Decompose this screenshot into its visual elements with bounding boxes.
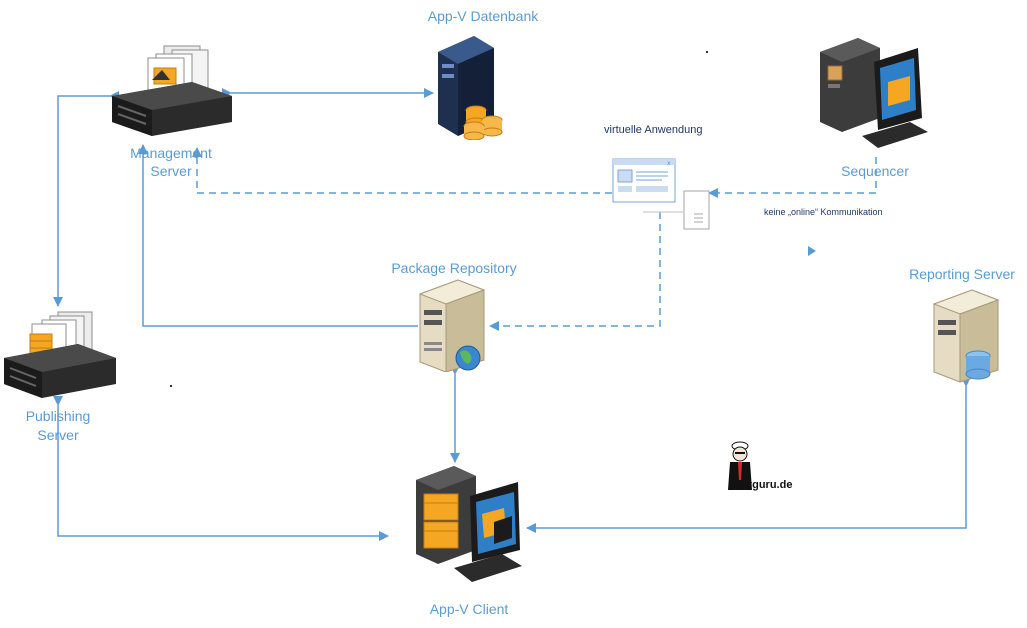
management-label-line2: Server bbox=[150, 163, 192, 179]
document-icon bbox=[683, 190, 710, 230]
workstation-icon bbox=[820, 38, 928, 148]
stray-dot bbox=[706, 51, 708, 53]
repository-mgmt-link bbox=[138, 144, 418, 327]
sequencer-package-link bbox=[708, 157, 877, 198]
database-server-icon bbox=[438, 36, 503, 140]
package-mgmt-link bbox=[192, 147, 612, 194]
package-repository-link bbox=[489, 212, 661, 331]
reporting-client-link bbox=[526, 377, 971, 533]
server-rack-icon bbox=[112, 45, 232, 136]
window-icon: x bbox=[612, 158, 676, 203]
mascot-icon bbox=[728, 441, 752, 490]
server-rack-icon bbox=[4, 311, 116, 398]
workstation-icon bbox=[416, 466, 522, 582]
client-label: App-V Client bbox=[429, 601, 509, 617]
management-label-line1: Management bbox=[130, 145, 212, 161]
publishing-label-line2: Server bbox=[37, 427, 79, 443]
logo-text: vguru.de bbox=[746, 479, 793, 491]
reporting-label: Reporting Server bbox=[909, 266, 1015, 282]
tower-server-icon bbox=[418, 279, 486, 372]
pointer-arrow bbox=[808, 246, 816, 256]
publishing-client-link bbox=[53, 396, 389, 541]
svg-text:x: x bbox=[667, 160, 671, 167]
virtual-app-caption: virtuelle Anwendung bbox=[604, 124, 703, 136]
mgmt-publishing-link bbox=[53, 91, 119, 307]
stray-dot bbox=[170, 385, 172, 387]
sequencer-label: Sequencer bbox=[841, 163, 909, 179]
publishing-label-line1: Publishing bbox=[25, 408, 91, 424]
repository-label: Package Repository bbox=[391, 260, 517, 276]
tower-server-icon bbox=[932, 289, 1000, 383]
no-online-caption: keine „online“ Kommunikation bbox=[764, 207, 883, 217]
database-label: App-V Datenbank bbox=[427, 8, 539, 24]
